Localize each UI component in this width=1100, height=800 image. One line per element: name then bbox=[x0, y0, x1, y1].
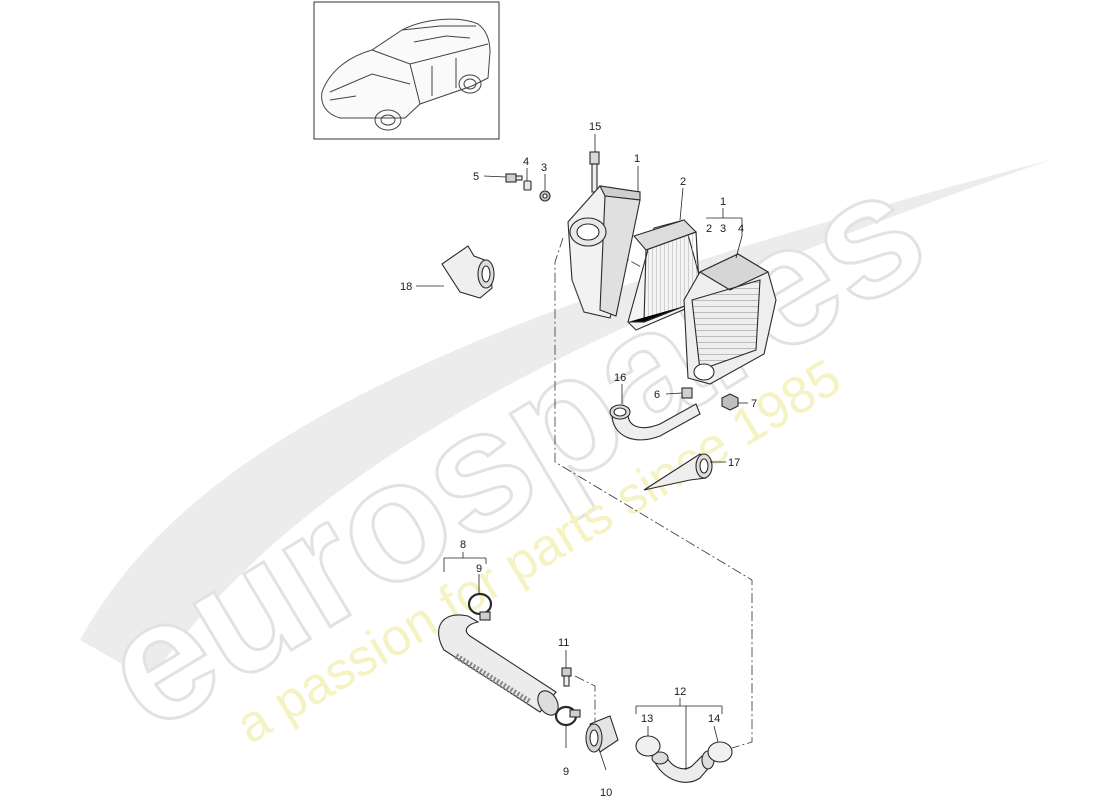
callout-1-upper-housing: 1 bbox=[634, 153, 640, 165]
callout-5: 5 bbox=[473, 171, 479, 183]
callout-1-sub-3: 3 bbox=[720, 223, 726, 235]
callout-6: 6 bbox=[654, 389, 660, 401]
part-11-screw bbox=[561, 667, 572, 687]
callout-2-filter: 2 bbox=[680, 176, 686, 188]
part-16-intake-hose bbox=[609, 403, 701, 441]
callout-12: 12 bbox=[674, 686, 686, 698]
part-9-clamp-lower bbox=[554, 705, 581, 727]
callout-14: 14 bbox=[708, 713, 720, 725]
part-18-intake-scoop bbox=[441, 245, 495, 299]
callout-1-lower-housing: 1 bbox=[720, 196, 726, 208]
callout-13: 13 bbox=[641, 713, 653, 725]
callout-9-upper: 9 bbox=[476, 563, 482, 575]
part-10-maf-sensor bbox=[585, 715, 619, 753]
vehicle-thumbnail bbox=[313, 1, 500, 140]
part-17-air-duct bbox=[643, 453, 713, 491]
callout-16: 16 bbox=[614, 372, 626, 384]
callout-labels: 15 1 2 1 2 3 4 5 4 3 18 16 6 7 17 8 9 11… bbox=[400, 121, 757, 799]
part-1-airbox-lower bbox=[683, 253, 777, 385]
part-5-screw bbox=[505, 173, 523, 183]
part-13-seal bbox=[635, 735, 661, 757]
callout-leaders bbox=[416, 134, 748, 771]
part-7-nut bbox=[721, 393, 739, 411]
part-14-seal bbox=[707, 741, 733, 763]
watermark-swoosh bbox=[80, 160, 1050, 680]
callout-1-sub-2: 2 bbox=[706, 223, 712, 235]
part-8-corrugated-hose bbox=[438, 614, 559, 716]
callout-7: 7 bbox=[751, 398, 757, 410]
callout-4: 4 bbox=[523, 156, 529, 168]
callout-10: 10 bbox=[600, 787, 612, 799]
callout-15: 15 bbox=[589, 121, 601, 133]
part-9-clamp-upper bbox=[467, 592, 493, 621]
callout-9-lower: 9 bbox=[563, 766, 569, 778]
callout-18: 18 bbox=[400, 281, 412, 293]
callout-1-sub-4: 4 bbox=[738, 223, 744, 235]
callout-8: 8 bbox=[460, 539, 466, 551]
callout-3: 3 bbox=[541, 162, 547, 174]
callout-17: 17 bbox=[728, 457, 740, 469]
part-3-grommet bbox=[539, 190, 551, 202]
part-12-elbow-duct bbox=[651, 750, 715, 783]
callout-11: 11 bbox=[558, 637, 569, 649]
suv-illustration bbox=[321, 18, 491, 131]
watermark: eurospares a passion for parts since 198… bbox=[70, 130, 1050, 768]
part-4-washer bbox=[523, 180, 532, 191]
part-6-clip bbox=[681, 387, 693, 399]
part-15-bolt bbox=[589, 151, 600, 193]
part-1-airbox-upper bbox=[567, 185, 641, 319]
